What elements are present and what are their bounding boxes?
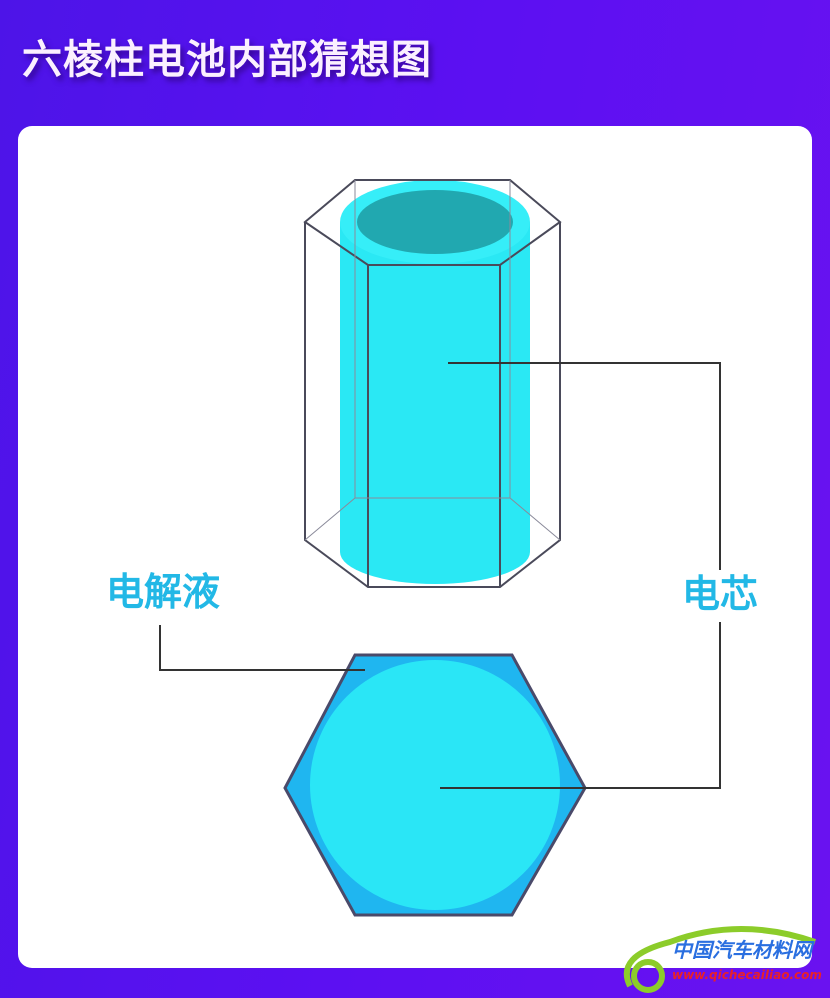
cylinder-core: [340, 180, 530, 584]
watermark-text: 中国汽车材料网 www.qichecailiao.com: [672, 938, 822, 982]
hexagon-cross-section: [283, 653, 587, 917]
label-cell: 电芯: [682, 572, 759, 616]
car-logo-icon: [623, 926, 816, 993]
page-title: 六棱柱电池内部猜想图: [22, 37, 432, 83]
hexagonal-prism-outline: [303, 179, 562, 588]
watermark-logo: 中国汽车材料网 www.qichecailiao.com: [610, 912, 830, 998]
watermark-name: 中国汽车材料网: [672, 938, 812, 962]
leader-lines: [159, 362, 721, 789]
watermark-url: www.qichecailiao.com: [672, 968, 822, 982]
label-electrolyte: 电解液: [106, 570, 221, 614]
